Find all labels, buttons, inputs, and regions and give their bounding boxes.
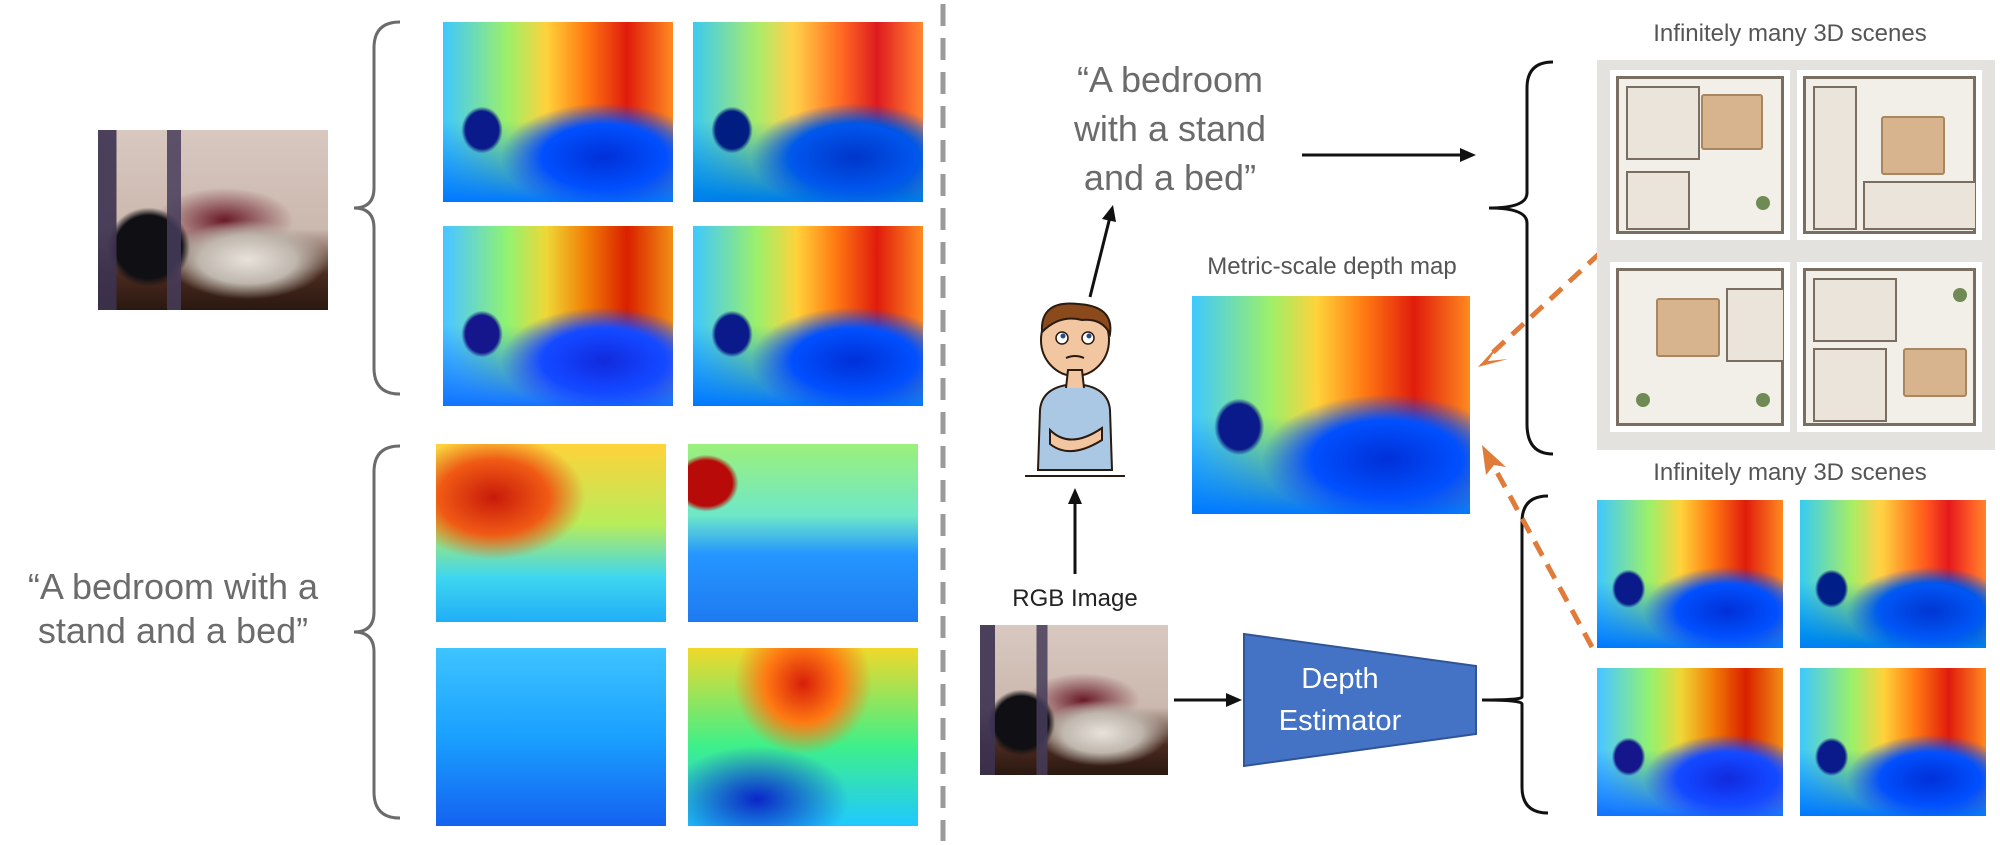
depth-sample-1 (443, 22, 673, 202)
arrow-prompt-to-scenes (1302, 148, 1476, 162)
scenes-title-top: Infinitely many 3D scenes (1653, 20, 1927, 47)
arrow-person-to-prompt (1088, 205, 1116, 298)
depth-sample-3 (443, 226, 673, 406)
arrow-rgb-to-estimator (1174, 693, 1242, 707)
metric-depth-map (1192, 296, 1470, 514)
scenes-bottom-brace (1481, 494, 1549, 815)
text-depth-sample-3 (436, 648, 666, 826)
rgb-image-label: RGB Image (1012, 585, 1138, 612)
scenes-title-bottom: Infinitely many 3D scenes (1653, 459, 1927, 486)
floorplan-4 (1797, 262, 1982, 432)
text-depth-sample-1 (436, 444, 666, 622)
dashed-arrow-floorplans-to-depth (1478, 251, 1602, 367)
depth-estimator-label-1: Depth (1301, 663, 1379, 695)
arrow-rgb-to-person (1068, 488, 1082, 574)
thinking-person-icon (1025, 302, 1125, 477)
text-depth-sample-2 (688, 444, 918, 622)
rgb-image (980, 625, 1168, 775)
metric-depth-title: Metric-scale depth map (1207, 253, 1457, 280)
scene-depth-4 (1800, 668, 1986, 816)
scene-depth-3 (1597, 668, 1783, 816)
depth-estimator-label-2: Estimator (1278, 705, 1402, 737)
depth-sample-2 (693, 22, 923, 202)
text-prompt-quote: “A bedroom with a stand and a bed” (1073, 59, 1267, 198)
floorplan-3 (1610, 262, 1790, 432)
scenes-top-brace (1488, 60, 1554, 456)
panel-divider (940, 4, 946, 841)
text-depth-sample-4 (688, 648, 918, 826)
left-bottom-brace (353, 444, 401, 820)
left-top-brace (353, 20, 401, 396)
depth-sample-4 (693, 226, 923, 406)
floorplan-1 (1610, 70, 1790, 240)
scene-depth-2 (1800, 500, 1986, 648)
scene-depth-1 (1597, 500, 1783, 648)
left-rgb-photo (98, 130, 328, 310)
left-caption: “A bedroom with a stand and a bed” (27, 566, 319, 651)
dashed-arrow-scenes-to-depth (1482, 445, 1595, 649)
floorplan-2 (1797, 70, 1982, 240)
depth-estimator-block (1243, 632, 1477, 768)
